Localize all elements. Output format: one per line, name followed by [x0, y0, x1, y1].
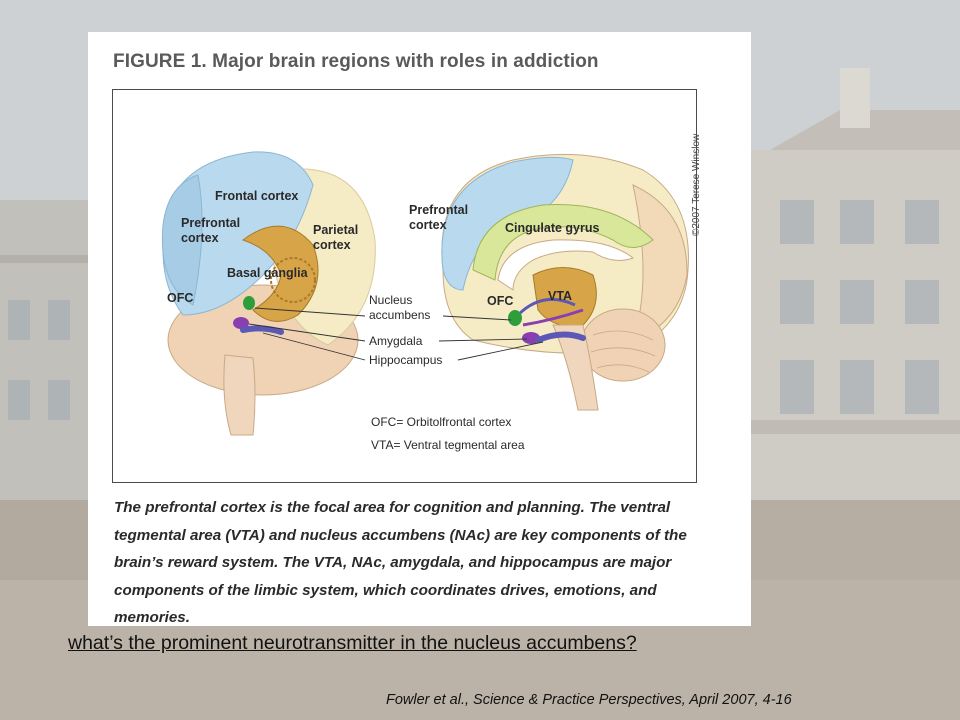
label-frontal-cortex: Frontal cortex: [215, 189, 298, 203]
label-cingulate-gyrus: Cingulate gyrus: [505, 221, 600, 235]
brain-diagram: Frontal cortex Prefrontal cortex Parieta…: [161, 151, 689, 452]
right-brain: Prefrontal cortex Cingulate gyrus OFC VT…: [409, 153, 689, 411]
question-text: what’s the prominent neurotransmitter in…: [68, 632, 637, 654]
left-brain: Frontal cortex Prefrontal cortex Parieta…: [161, 151, 442, 436]
label-prefrontal-right: Prefrontal: [409, 203, 468, 217]
label-ofc-right: OFC: [487, 294, 513, 308]
label-hippocampus: Hippocampus: [369, 353, 442, 367]
label-amygdala: Amygdala: [369, 334, 423, 348]
label-ofc-left: OFC: [167, 291, 193, 305]
brain-illustration: Frontal cortex Prefrontal cortex Parieta…: [112, 89, 697, 483]
label-nucleus: Nucleus: [369, 293, 412, 307]
label-accumbens: accumbens: [369, 308, 430, 322]
label-prefrontal-right-cortex: cortex: [409, 218, 447, 232]
citation-text: Fowler et al., Science & Practice Perspe…: [386, 692, 792, 708]
legend-vta: VTA= Ventral tegmental area: [371, 438, 525, 452]
credit-text: ©2007 Terese Winslow: [691, 133, 702, 236]
label-basal-ganglia: Basal ganglia: [227, 266, 309, 280]
label-prefrontal: Prefrontal: [181, 216, 240, 230]
figure-caption: The prefrontal cortex is the focal area …: [114, 499, 687, 626]
label-parietal: Parietal: [313, 223, 358, 237]
label-parietal-cortex: cortex: [313, 238, 351, 252]
legend-ofc: OFC= Orbitolfrontal cortex: [371, 415, 511, 429]
label-prefrontal-cortex: cortex: [181, 231, 219, 245]
figure-title: FIGURE 1. Major brain regions with roles…: [113, 51, 599, 72]
illustration-credit: ©2007 Terese Winslow: [691, 133, 702, 236]
figure-card: FIGURE 1. Major brain regions with roles…: [88, 32, 751, 626]
label-vta: VTA: [548, 289, 572, 303]
